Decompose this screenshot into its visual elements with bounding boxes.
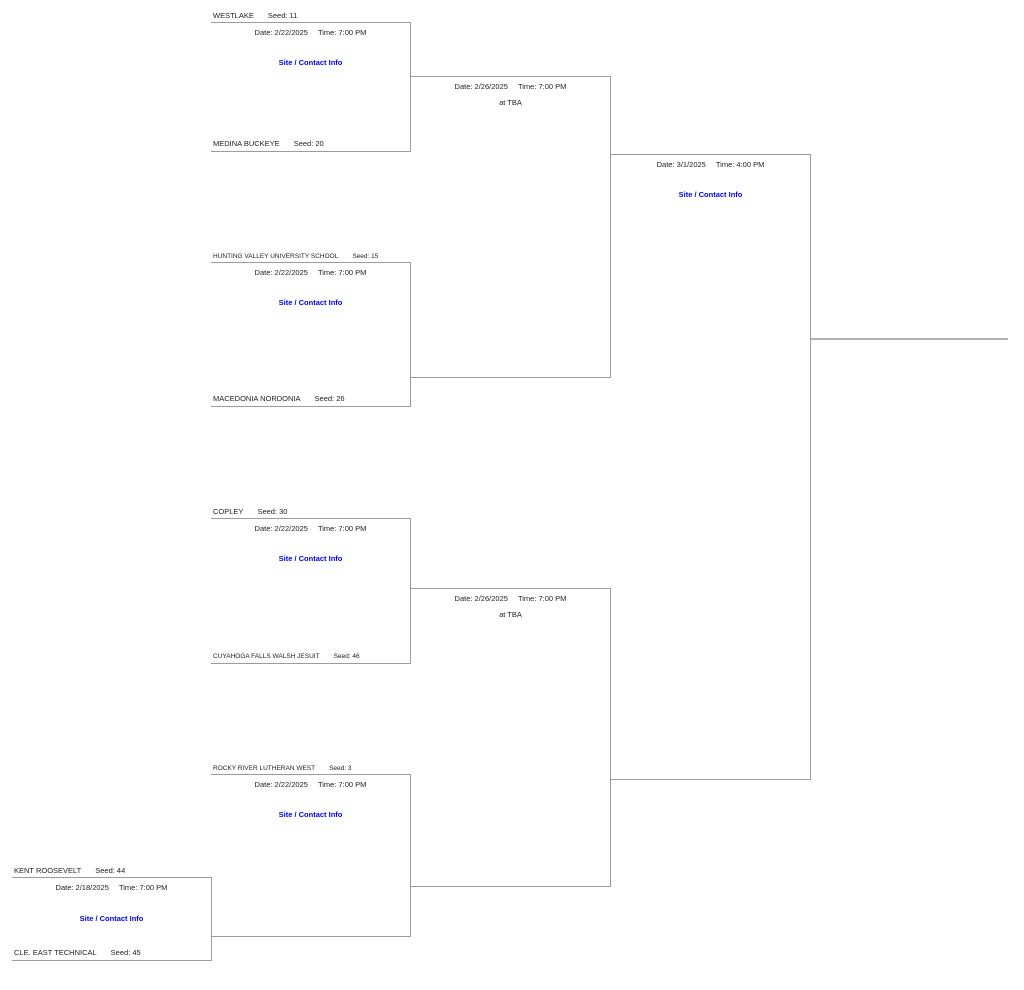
team-label: WESTLAKE Seed: 11 (213, 11, 297, 20)
game-box-semifinal-1: Date: 2/26/2025 Time: 7:00 PM at TBA (411, 76, 611, 378)
game-date: Date: 2/22/2025 (254, 780, 308, 789)
team-seed: Seed: 20 (293, 139, 324, 148)
game-date: Date: 2/22/2025 (254, 28, 308, 37)
team-name: ROCKY RIVER LUTHERAN WEST (213, 765, 316, 772)
site-contact-link[interactable]: Site / Contact Info (278, 554, 343, 563)
team-seed: Seed: 15 (352, 253, 379, 260)
game-schedule: Date: 2/22/2025 Time: 7:00 PM (211, 28, 410, 37)
site-contact-link[interactable]: Site / Contact Info (278, 58, 343, 67)
team-label: COPLEY Seed: 30 (213, 507, 287, 516)
game-time: Time: 7:00 PM (317, 268, 367, 277)
game-date: Date: 2/22/2025 (254, 268, 308, 277)
team-label: CUYAHOGA FALLS WALSH JESUIT Seed: 46 (213, 653, 360, 660)
game-time: Time: 7:00 PM (317, 524, 367, 533)
team-seed: Seed: 30 (257, 507, 288, 516)
site-contact-link[interactable]: Site / Contact Info (278, 298, 343, 307)
game-time: Time: 7:00 PM (517, 82, 567, 91)
game-date: Date: 2/26/2025 (454, 82, 508, 91)
game-date: Date: 3/1/2025 (656, 160, 706, 169)
game-time: Time: 7:00 PM (317, 28, 367, 37)
team-name: WESTLAKE (213, 11, 254, 20)
game-schedule: Date: 2/22/2025 Time: 7:00 PM (211, 268, 410, 277)
game-box-round2-3: COPLEY Seed: 30 Date: 2/22/2025 Time: 7:0… (211, 507, 411, 664)
team-name: CUYAHOGA FALLS WALSH JESUIT (213, 653, 320, 660)
team-name: COPLEY (213, 507, 244, 516)
game-time: Time: 7:00 PM (317, 780, 367, 789)
game-date: Date: 2/18/2025 (55, 883, 109, 892)
game-date: Date: 2/22/2025 (254, 524, 308, 533)
game-schedule: Date: 2/26/2025 Time: 7:00 PM (411, 82, 610, 91)
site-contact-link[interactable]: Site / Contact Info (678, 190, 743, 199)
game-box-round2-1: WESTLAKE Seed: 11 Date: 2/22/2025 Time: 7… (211, 11, 411, 152)
team-name: MEDINA BUCKEYE (213, 139, 280, 148)
game-box-round2-2: HUNTING VALLEY UNIVERSITY SCHOOL Seed: 15… (211, 253, 411, 407)
team-seed: Seed: 26 (314, 394, 345, 403)
game-venue: at TBA (499, 98, 522, 107)
team-name: MACEDONIA NORDONIA (213, 394, 301, 403)
game-date: Date: 2/26/2025 (454, 594, 508, 603)
team-seed: Seed: 45 (110, 948, 141, 957)
game-schedule: Date: 2/18/2025 Time: 7:00 PM (12, 883, 211, 892)
team-label: CLE. EAST TECHNICAL Seed: 45 (14, 948, 141, 957)
team-seed: Seed: 11 (267, 11, 298, 20)
site-contact-link[interactable]: Site / Contact Info (79, 914, 144, 923)
team-seed: Seed: 44 (95, 866, 126, 875)
team-label: MACEDONIA NORDONIA Seed: 26 (213, 394, 345, 403)
site-contact-link[interactable]: Site / Contact Info (278, 810, 343, 819)
game-box-final: Date: 3/1/2025 Time: 4:00 PM Site / Cont… (611, 154, 811, 780)
team-seed: Seed: 3 (329, 765, 352, 772)
team-seed: Seed: 46 (333, 653, 360, 660)
game-box-playin: KENT ROOSEVELT Seed: 44 Date: 2/18/2025 T… (12, 866, 212, 961)
game-box-round2-4: ROCKY RIVER LUTHERAN WEST Seed: 3 Date: 2… (211, 765, 411, 937)
game-schedule: Date: 2/22/2025 Time: 7:00 PM (211, 524, 410, 533)
team-label: KENT ROOSEVELT Seed: 44 (14, 866, 125, 875)
champion-advance-line (811, 338, 1008, 340)
team-label: MEDINA BUCKEYE Seed: 20 (213, 139, 324, 148)
game-time: Time: 4:00 PM (715, 160, 765, 169)
game-time: Time: 7:00 PM (517, 594, 567, 603)
team-label: ROCKY RIVER LUTHERAN WEST Seed: 3 (213, 765, 352, 772)
game-schedule: Date: 2/22/2025 Time: 7:00 PM (211, 780, 410, 789)
team-label: HUNTING VALLEY UNIVERSITY SCHOOL Seed: 15 (213, 253, 378, 260)
team-name: KENT ROOSEVELT (14, 866, 82, 875)
game-venue: at TBA (499, 610, 522, 619)
game-box-semifinal-2: Date: 2/26/2025 Time: 7:00 PM at TBA (411, 588, 611, 887)
team-name: CLE. EAST TECHNICAL (14, 948, 97, 957)
team-name: HUNTING VALLEY UNIVERSITY SCHOOL (213, 253, 339, 260)
game-time: Time: 7:00 PM (118, 883, 168, 892)
game-schedule: Date: 3/1/2025 Time: 4:00 PM (611, 160, 810, 169)
game-schedule: Date: 2/26/2025 Time: 7:00 PM (411, 594, 610, 603)
